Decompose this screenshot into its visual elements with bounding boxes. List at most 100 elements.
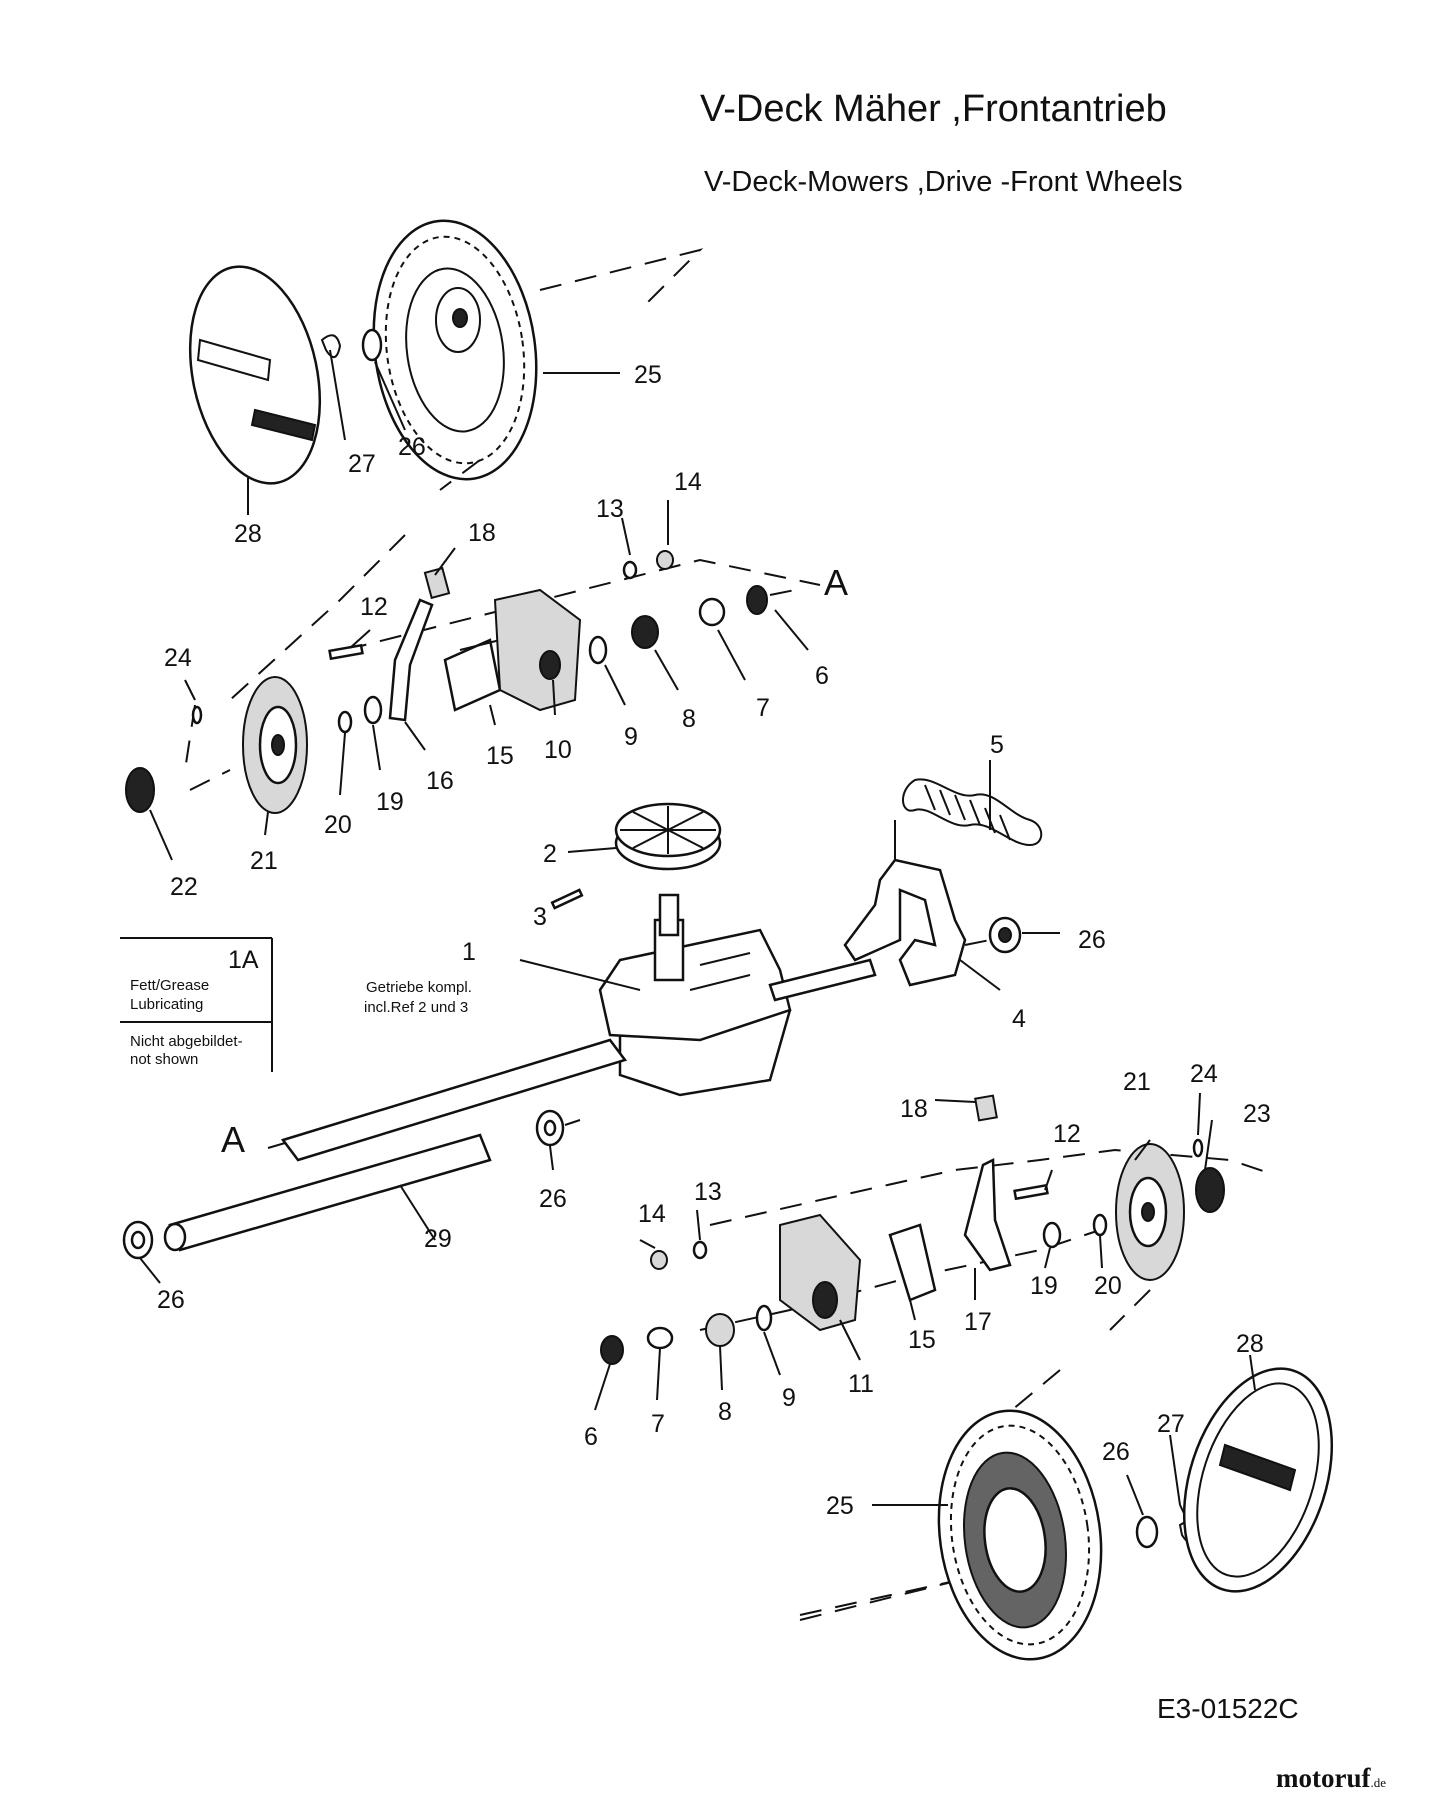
watermark-logo: motoruf.de [1276,1763,1386,1794]
hubcap-top [188,265,322,485]
callout-24-bottom: 24 [1190,1060,1218,1088]
callout-26-top: 26 [398,433,426,461]
callout-15-top: 15 [486,742,514,770]
bearing-6-top [746,585,768,615]
legend-code: 1A [228,946,259,974]
pin-3 [550,888,584,910]
washer-26-bottom [1135,1515,1159,1549]
callout-29: 29 [424,1225,452,1253]
callout-27-top: 27 [348,450,376,478]
bracket-15-bottom [888,1223,937,1302]
watermark-suffix: .de [1370,1775,1387,1790]
callout-2: 2 [543,840,557,868]
callout-26-right: 26 [1078,926,1106,954]
bracket-15-top [443,638,502,712]
axle-shaft-right [768,958,877,1002]
callout-16: 16 [426,767,454,795]
callout-6-top: 6 [815,662,829,690]
callout-12-top: 12 [360,593,388,621]
legend-line2: Lubricating [130,996,203,1013]
callout-23: 23 [1243,1100,1271,1128]
clip-18-top [423,566,451,600]
callout-4: 4 [1012,1005,1026,1033]
wheel-top [372,219,538,481]
marker-a-top: A [824,562,848,603]
callout-28-bottom: 28 [1236,1330,1264,1358]
bearing-6-bottom [600,1335,624,1365]
callout-20-bottom: 20 [1094,1272,1122,1300]
callout-26-bottom: 26 [1102,1438,1130,1466]
clip-9-bottom [755,1304,773,1332]
washer-19-left [363,695,383,725]
callout-18-top: 18 [468,519,496,547]
hairpin-clip-top [320,334,346,441]
callout-7-top: 7 [756,694,770,722]
diagram-title-german: V-Deck Mäher ,Frontantrieb [700,88,1167,130]
bolt-12-bottom [1013,1183,1049,1201]
retaining-ring-20-right [1092,1213,1108,1237]
callout-19-top: 19 [376,788,404,816]
callout-19-bottom: 19 [1030,1272,1058,1300]
axle-shaft [280,1038,628,1162]
callout-25-top: 25 [634,361,662,389]
callout-26-mid: 26 [539,1185,567,1213]
callout-9-bottom: 9 [782,1384,796,1412]
clip-18-bottom [974,1094,998,1122]
washer-13-bottom [692,1240,708,1260]
legend-box [120,937,273,1072]
note-part1-line1: Getriebe kompl. [366,979,472,996]
drive-wheel-gear-left [242,676,308,814]
marker-a-bottom: A [221,1119,245,1160]
callout-11: 11 [848,1370,874,1398]
leader-lines [139,361,1256,1516]
spring-5 [902,778,1043,847]
callout-21-bottom: 21 [1123,1068,1151,1096]
callout-6-bottom: 6 [584,1423,598,1451]
callout-9-top: 9 [624,723,638,751]
lever-16 [388,598,434,722]
callout-20-top: 20 [324,811,352,839]
washer-19-right [1042,1221,1062,1249]
callout-8-bottom: 8 [718,1398,732,1426]
nut-14-bottom [650,1250,668,1270]
pinion-gear-left [125,767,155,813]
callout-17: 17 [964,1308,992,1336]
retaining-ring-20-left [337,710,353,734]
callout-18-bottom: 18 [900,1095,928,1123]
drawing-code: E3-01522C [1157,1693,1299,1724]
washer-13-top [622,560,638,580]
pin-left [191,705,203,725]
callout-22: 22 [170,873,198,901]
nut-14-top [656,550,674,570]
callout-1: 1 [462,938,476,966]
callout-25-bottom: 25 [826,1492,854,1520]
pulley-2 [614,802,722,871]
clip-9-top [588,635,608,665]
callout-10: 10 [544,736,572,764]
callout-15-bottom: 15 [908,1326,936,1354]
legend-line1: Fett/Grease [130,977,209,994]
spacer-7-top [698,597,726,627]
callout-13-top: 13 [596,495,624,523]
bushing-8-top [631,615,659,649]
callout-28-top: 28 [234,520,262,548]
hubcap-bottom [1182,1367,1334,1593]
wheel-bottom [937,1409,1103,1661]
legend-line4: not shown [130,1051,198,1068]
legend-line3: Nicht abgebildet- [130,1033,243,1050]
bracket-4 [843,858,967,987]
watermark-main: motoruf [1276,1763,1371,1793]
callout-27-bottom: 27 [1157,1410,1185,1438]
spacer-7-bottom [646,1326,674,1350]
gearbox-housing-11 [779,1213,862,1332]
pinion-gear-right [1195,1167,1225,1213]
diagram-title-english: V-Deck-Mowers ,Drive -Front Wheels [704,166,1183,198]
callout-13-bottom: 13 [694,1178,722,1206]
callout-7-bottom: 7 [651,1410,665,1438]
transmission-1 [598,893,792,1097]
callout-14-bottom: 14 [638,1200,666,1228]
callout-8-top: 8 [682,705,696,733]
pin-right [1192,1138,1204,1158]
callout-24-top: 24 [164,644,192,672]
